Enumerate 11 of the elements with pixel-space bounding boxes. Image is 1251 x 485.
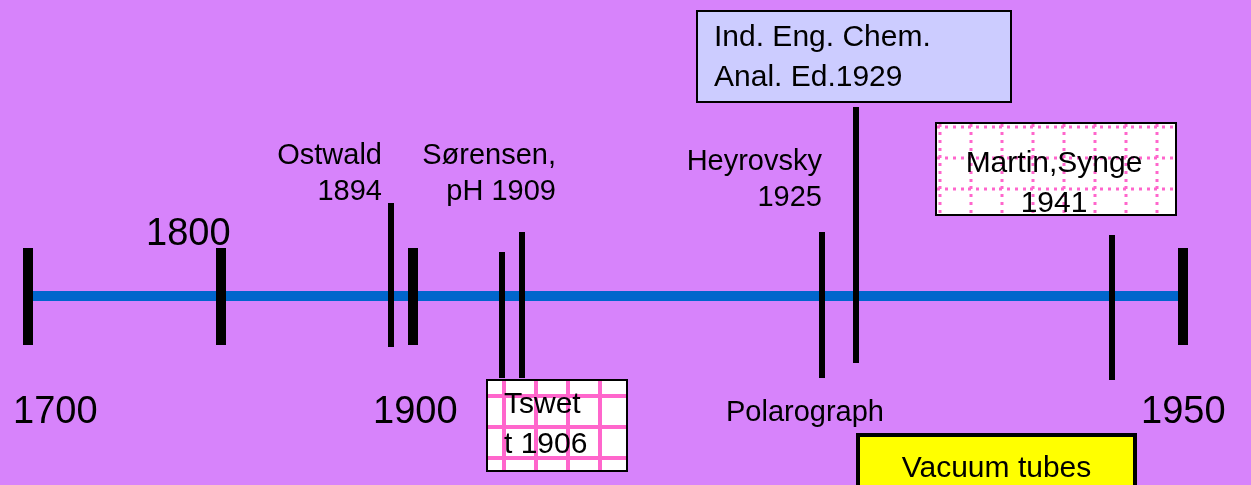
- journal-box: Ind. Eng. Chem. Anal. Ed.1929: [696, 10, 1012, 103]
- year-label: 1950: [1141, 388, 1227, 432]
- year-label: 1900: [373, 388, 459, 432]
- technology-box: Vacuum tubes: [856, 433, 1137, 485]
- event-label: Heyrovsky 1925: [685, 143, 822, 214]
- event-label: Sørensen, pH 1909: [421, 137, 556, 208]
- year-label: 1700: [13, 388, 99, 432]
- year-label: 1800: [146, 210, 232, 254]
- instrument-label: Polarograph: [726, 394, 885, 429]
- event-box: Martin,Synge 1941: [935, 122, 1177, 216]
- event-label: Ostwald 1894: [276, 137, 382, 208]
